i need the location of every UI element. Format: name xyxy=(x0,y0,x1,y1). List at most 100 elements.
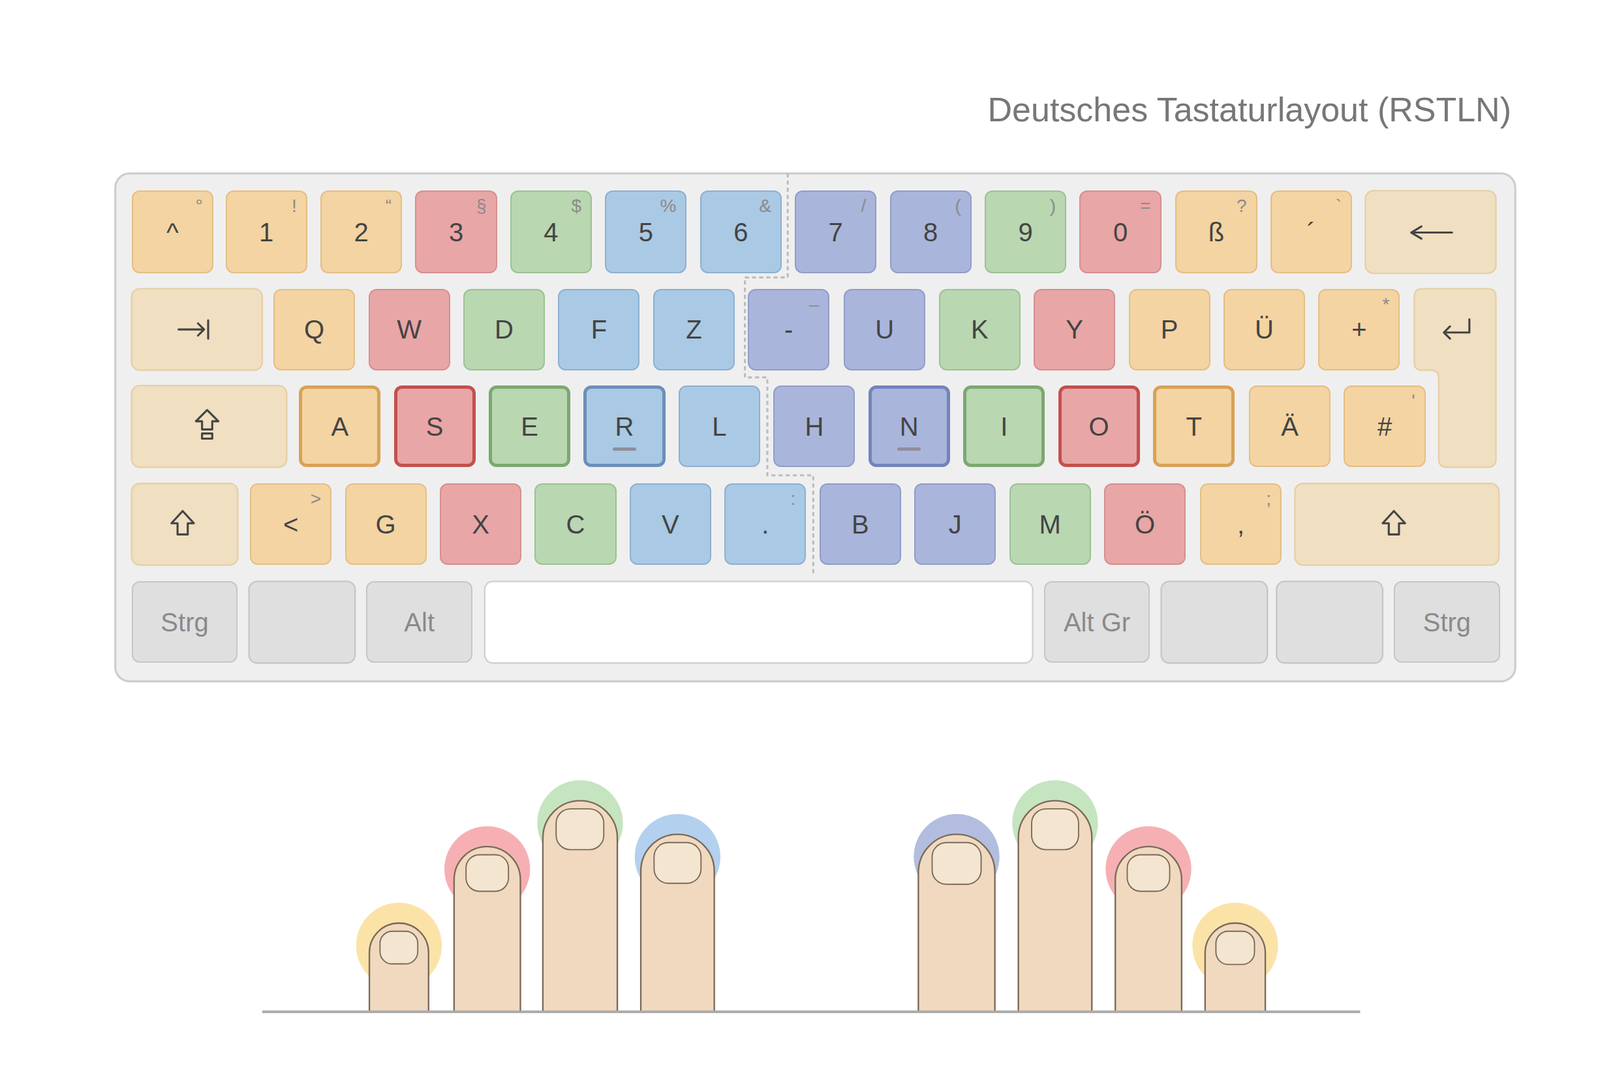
letter-key: W xyxy=(368,289,451,371)
key-label: Ä xyxy=(1280,413,1299,440)
letter-key: X xyxy=(439,483,522,566)
letter-key: T xyxy=(1153,385,1235,468)
letter-key: R xyxy=(583,385,665,468)
letter-key: Ö xyxy=(1104,483,1186,566)
finger-nail xyxy=(379,931,418,965)
letter-key: ^° xyxy=(131,190,214,274)
shift-label: ° xyxy=(195,197,203,216)
key-label: V xyxy=(661,511,680,538)
enter-key xyxy=(1414,289,1496,468)
finger-nail xyxy=(932,843,982,885)
letter-key: #' xyxy=(1343,385,1426,468)
key-label: D xyxy=(494,316,514,343)
key-label: T xyxy=(1185,413,1202,440)
key-label: 7 xyxy=(828,219,844,246)
letter-key: I xyxy=(963,385,1045,468)
key-label: L xyxy=(711,413,727,440)
tab-icon xyxy=(178,320,209,339)
letter-key: 4$ xyxy=(510,190,592,274)
finger-nail xyxy=(465,854,509,892)
key-label: O xyxy=(1089,413,1110,440)
finger-nail xyxy=(1215,931,1255,966)
space-key xyxy=(484,581,1033,663)
shift-icon xyxy=(1382,510,1405,535)
letter-key: K xyxy=(938,289,1021,371)
letter-key: P xyxy=(1128,289,1211,371)
key-label: # xyxy=(1377,413,1392,440)
shift-key xyxy=(1294,483,1499,566)
shift-label: ; xyxy=(1265,490,1272,509)
key-label: 1 xyxy=(259,219,274,246)
letter-key: Q xyxy=(273,289,355,371)
key-label: X xyxy=(471,511,490,538)
finger xyxy=(918,834,995,1013)
shift-icon xyxy=(171,510,194,535)
letter-key: V xyxy=(629,483,712,566)
key-label: < xyxy=(283,511,299,538)
letter-key: ,; xyxy=(1200,483,1282,566)
finger-nails xyxy=(379,809,1255,965)
shift-label: ! xyxy=(291,197,297,216)
letter-key: +* xyxy=(1318,289,1400,371)
diagram-title: Deutsches Tastaturlayout (RSTLN) xyxy=(987,90,1512,130)
key-label: ^ xyxy=(166,219,179,246)
shift-label: § xyxy=(476,197,487,216)
letter-key: S xyxy=(394,385,476,468)
key-label: Y xyxy=(1065,316,1084,343)
letter-key: 9) xyxy=(984,190,1067,274)
key-label: Ö xyxy=(1134,511,1155,538)
finger xyxy=(1018,801,1093,1013)
shift-label: ' xyxy=(1411,392,1415,411)
letter-key: F xyxy=(557,289,640,371)
fingers xyxy=(369,801,1266,1013)
key-label: 0 xyxy=(1113,219,1128,246)
backspace-key xyxy=(1365,190,1496,274)
key-label: K xyxy=(970,316,989,343)
letter-key: O xyxy=(1058,385,1140,468)
home-row-marker xyxy=(612,447,637,451)
shift-label: & xyxy=(758,197,772,216)
key-label: Alt Gr xyxy=(1063,609,1131,636)
letter-key: D xyxy=(463,289,545,371)
key-label: ´ xyxy=(1307,219,1316,246)
letter-key: 6& xyxy=(700,190,782,274)
shift-label: “ xyxy=(385,197,392,216)
key-label: ß xyxy=(1208,219,1225,246)
key-label: 4 xyxy=(543,219,558,246)
key-label: Strg xyxy=(160,609,209,636)
finger xyxy=(640,834,715,1013)
letter-key: <> xyxy=(249,483,332,566)
letter-key: A xyxy=(298,385,381,468)
modifier-key: Strg xyxy=(1393,581,1501,663)
key-label: I xyxy=(1000,413,1008,440)
key-label: G xyxy=(375,511,397,538)
shift-label: ) xyxy=(1049,197,1056,216)
modifier-key: Strg xyxy=(131,581,239,663)
key-label: F xyxy=(591,316,607,343)
keyboard-body xyxy=(115,173,1516,682)
letter-key: Z xyxy=(653,289,735,371)
key-label: A xyxy=(330,413,349,440)
letter-key: C xyxy=(534,483,616,566)
blank-key xyxy=(249,581,356,663)
shift-label: % xyxy=(660,197,677,216)
key-label: J xyxy=(948,511,962,538)
blank-key xyxy=(1161,581,1268,663)
key-label: S xyxy=(426,413,444,440)
shift-label: ` xyxy=(1335,197,1342,216)
key-label: 3 xyxy=(448,219,464,246)
modifier-key: Alt xyxy=(366,581,473,663)
letter-key: 1! xyxy=(225,190,308,274)
finger xyxy=(1115,846,1182,1013)
finger-nail xyxy=(1031,809,1079,851)
shift-label: = xyxy=(1139,197,1151,216)
key-label: N xyxy=(899,413,919,440)
shift-label: $ xyxy=(570,197,582,216)
key-label: Q xyxy=(304,316,325,343)
letter-key: 7/ xyxy=(794,190,877,274)
shift-label: : xyxy=(790,490,797,509)
shift-label: > xyxy=(310,490,322,509)
key-label: B xyxy=(851,511,870,538)
letter-key: Y xyxy=(1033,289,1116,371)
